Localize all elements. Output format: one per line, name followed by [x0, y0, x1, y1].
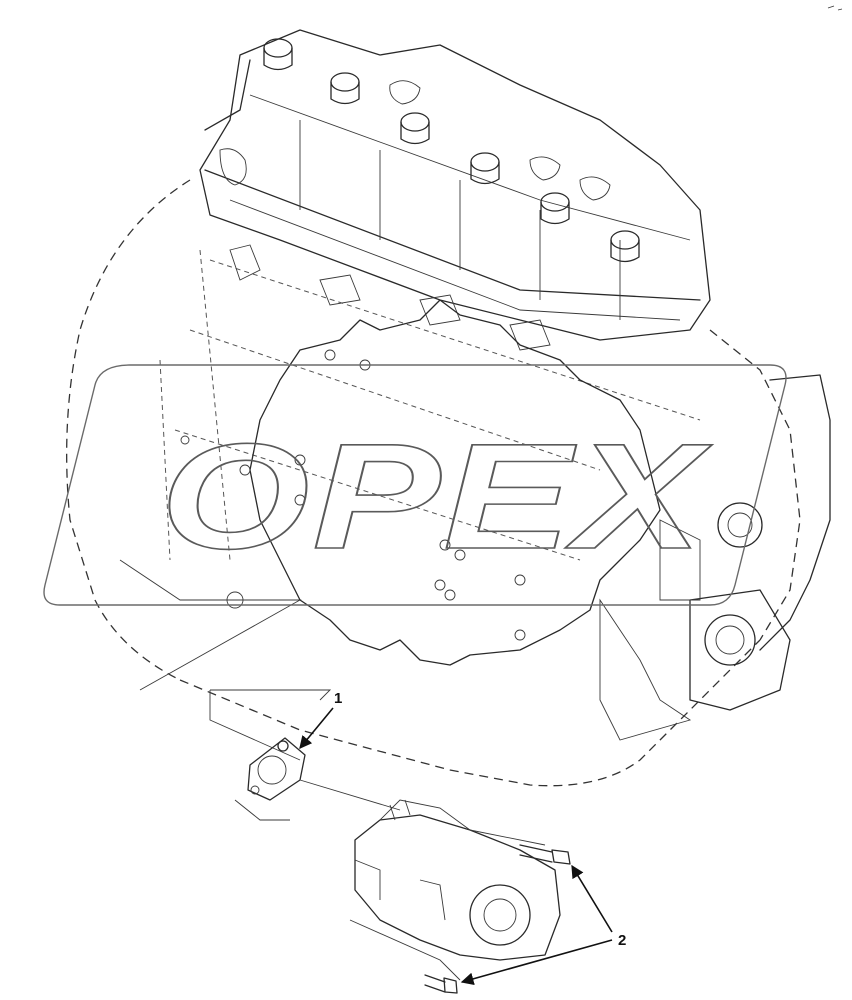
cap-4: [470, 152, 500, 185]
cylinder-head: [199, 29, 711, 351]
opex-watermark: OPEX: [43, 364, 787, 606]
callout-2: 2: [618, 932, 626, 949]
cap-1: [263, 38, 293, 71]
cap-5: [540, 192, 570, 225]
leader-2b: [460, 939, 613, 986]
part-2-bolts: [424, 844, 571, 994]
watermark-text: OPEX: [160, 412, 713, 580]
valve-cover-caps: [263, 38, 640, 263]
pump-assembly: [349, 799, 561, 981]
callout-1: 1: [334, 690, 342, 707]
engine-block: [66, 179, 801, 787]
cap-2: [330, 72, 360, 105]
corner-mark: [827, 5, 843, 11]
leader-lines: [299, 707, 613, 986]
bolt-upper: [519, 844, 571, 865]
cap-6: [610, 230, 640, 263]
front-housing: [599, 374, 831, 741]
watermark-frame: [43, 364, 787, 606]
bolt-lower: [424, 974, 458, 994]
part-1-flange: [234, 737, 401, 821]
leader-2a: [571, 864, 613, 933]
leader-1: [299, 707, 334, 749]
cap-3: [400, 112, 430, 145]
